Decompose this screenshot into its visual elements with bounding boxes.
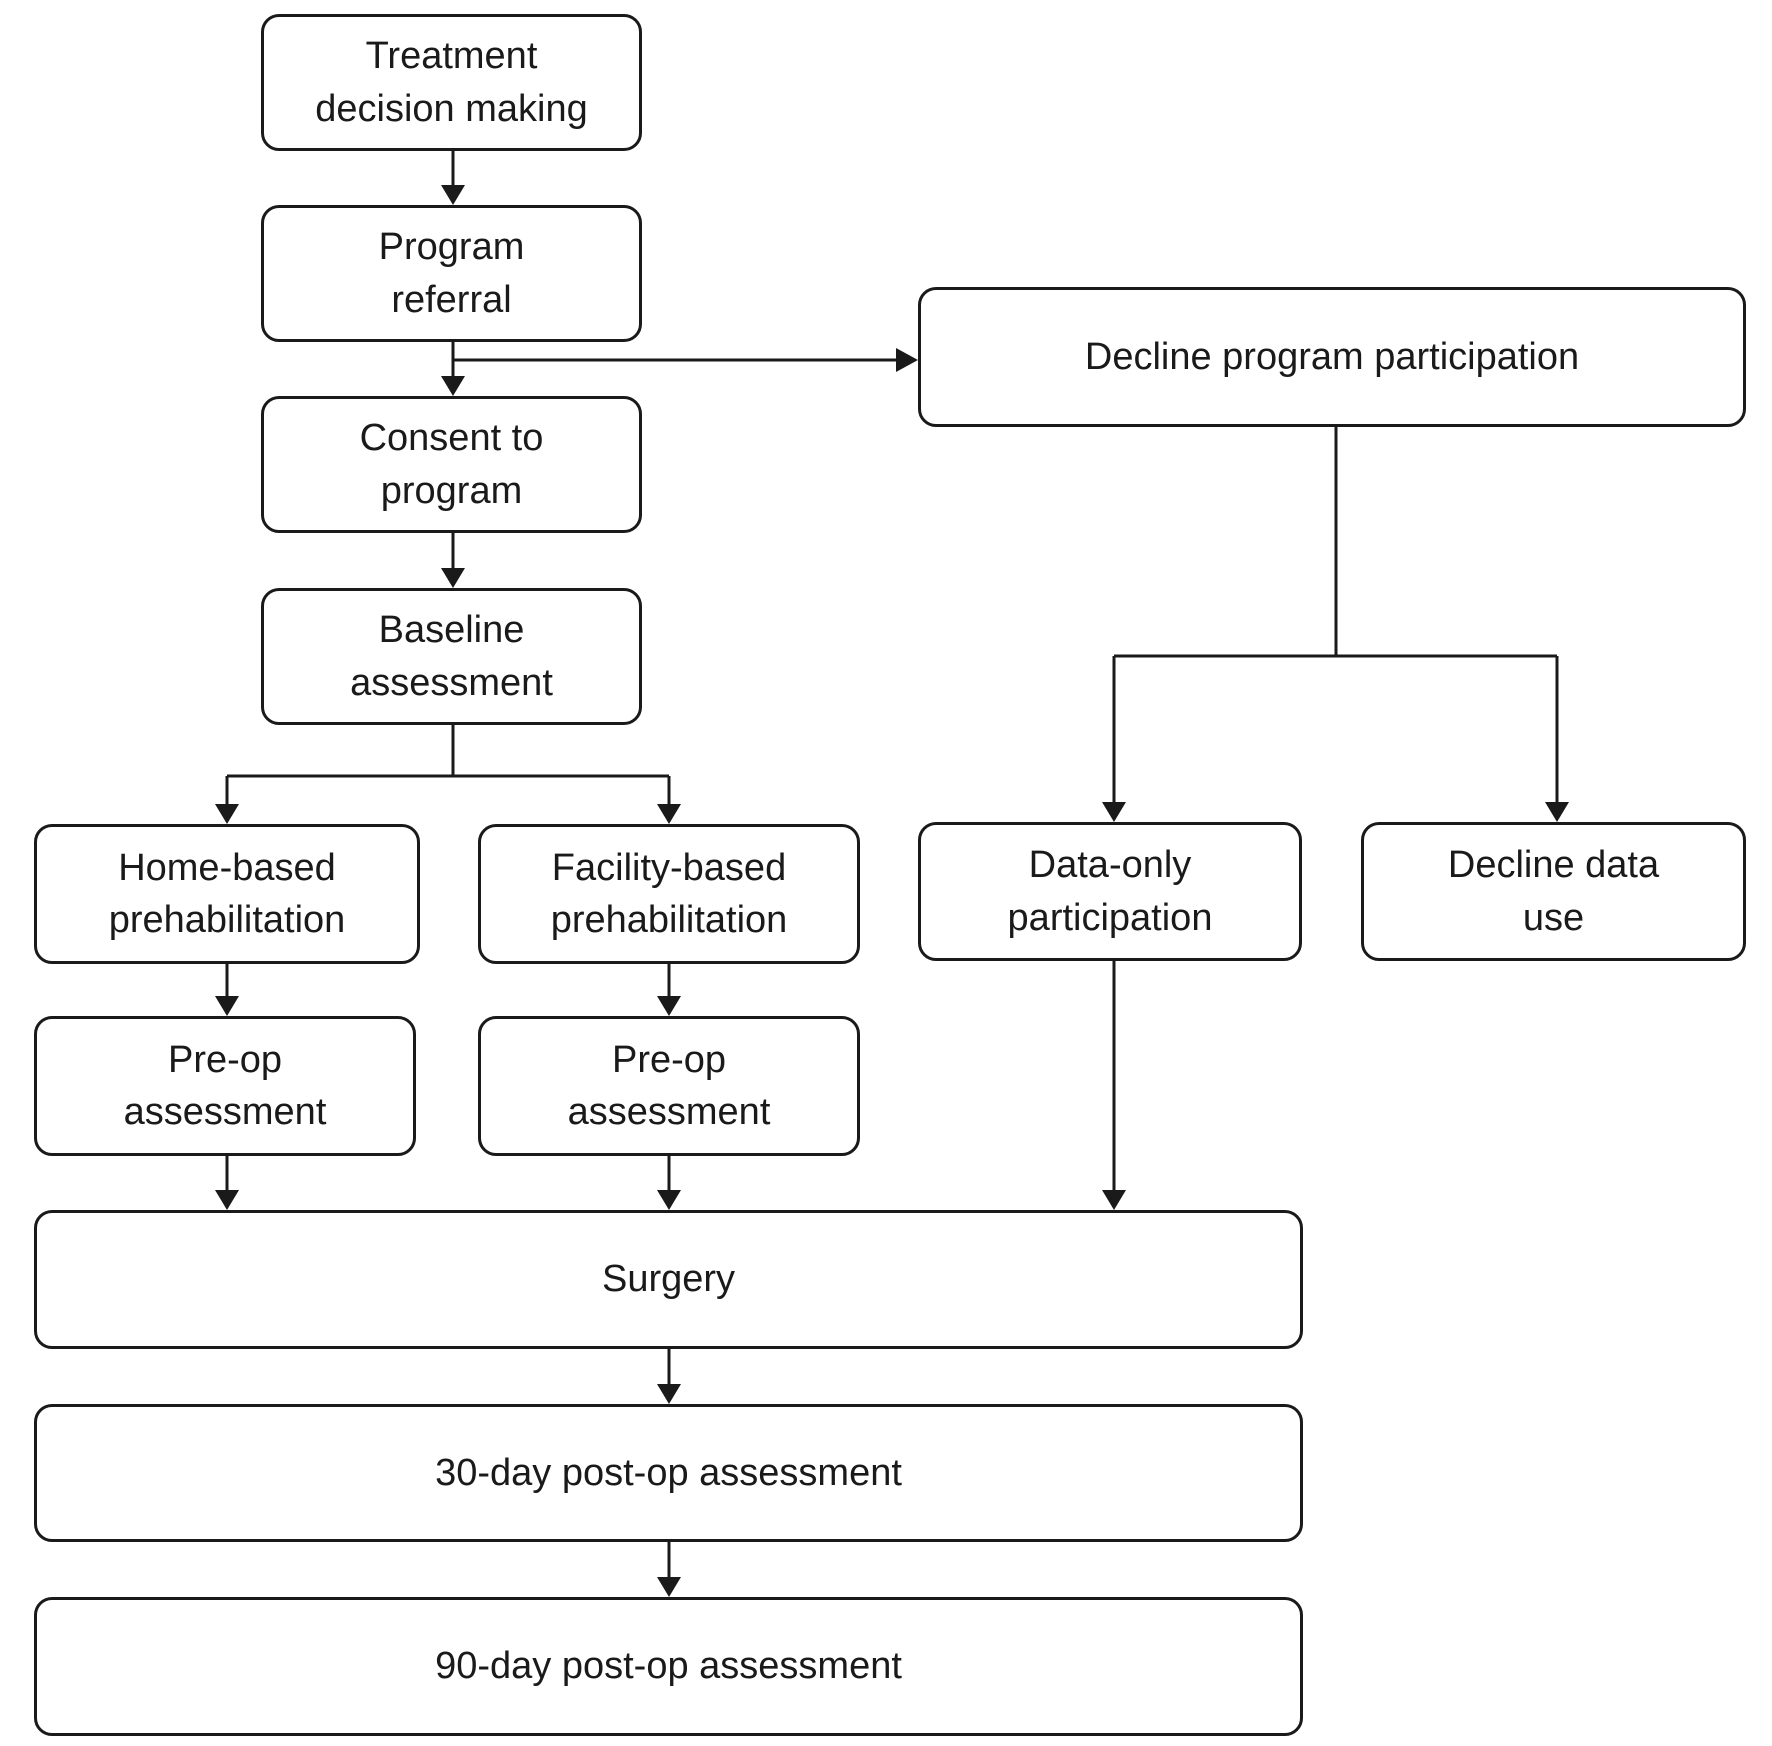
node-treatment-decision-line-1: Treatment xyxy=(365,35,538,78)
node-consent-line-1: Consent to xyxy=(359,417,544,460)
node-decline-program-line-1: Decline program participation xyxy=(1084,335,1580,378)
node-data-only-line-2: participation xyxy=(1007,896,1213,939)
node-postop-30-line-1: 30-day post-op assessment xyxy=(435,1451,902,1494)
arrow-preop-facility-to-surgery-arrowhead xyxy=(657,1190,681,1210)
node-preop-assessment-home: Pre-op assessment xyxy=(34,1016,416,1156)
node-consent-line-2: program xyxy=(380,469,523,512)
arrow-referral-to-consent-arrowhead xyxy=(441,376,465,396)
node-surgery-line-1: Surgery xyxy=(601,1258,736,1301)
arrow-facility-to-preop-arrowhead xyxy=(657,996,681,1016)
node-home-based-prehabilitation: Home-based prehabilitation xyxy=(34,824,420,964)
arrow-home-to-preop-arrowhead xyxy=(215,996,239,1016)
arrow-data-only-to-surgery-arrowhead xyxy=(1102,1190,1126,1210)
node-data-only-participation: Data-only participation xyxy=(918,822,1302,961)
node-facility-based-line-1: Facility-based xyxy=(551,846,787,889)
node-program-referral-line-2: referral xyxy=(391,278,512,321)
arrow-30-day-to-90-day-arrowhead xyxy=(657,1577,681,1597)
node-decline-data-line-2: use xyxy=(1522,896,1585,939)
node-30-day-postop-assessment: 30-day post-op assessment xyxy=(34,1404,1303,1542)
arrow-to-facility-based-arrowhead xyxy=(657,804,681,824)
node-postop-90-line-1: 90-day post-op assessment xyxy=(435,1645,902,1688)
node-90-day-postop-assessment: 90-day post-op assessment xyxy=(34,1597,1303,1736)
node-decline-program-participation: Decline program participation xyxy=(918,287,1746,427)
node-home-based-line-1: Home-based xyxy=(118,846,336,889)
arrow-consent-to-baseline-arrowhead xyxy=(441,568,465,588)
node-baseline-line-1: Baseline xyxy=(378,609,525,652)
node-surgery: Surgery xyxy=(34,1210,1303,1349)
node-facility-based-line-2: prehabilitation xyxy=(550,899,788,941)
node-preop-assessment-facility: Pre-op assessment xyxy=(478,1016,860,1156)
node-program-referral-line-1: Program xyxy=(378,226,525,269)
node-baseline-line-2: assessment xyxy=(350,661,553,704)
arrow-treatment-to-referral-arrowhead xyxy=(441,185,465,205)
arrow-preop-home-to-surgery-arrowhead xyxy=(215,1190,239,1210)
node-treatment-decision-line-2: decision making xyxy=(315,87,588,130)
node-data-only-line-1: Data-only xyxy=(1028,844,1192,887)
node-consent-to-program: Consent to program xyxy=(261,396,642,533)
node-decline-data-use: Decline data use xyxy=(1361,822,1746,961)
arrow-to-data-only-arrowhead xyxy=(1102,802,1126,822)
arrow-to-home-based-arrowhead xyxy=(215,804,239,824)
node-baseline-assessment: Baseline assessment xyxy=(261,588,642,725)
node-decline-data-line-1: Decline data xyxy=(1447,844,1660,887)
arrow-surgery-to-30-day-arrowhead xyxy=(657,1384,681,1404)
arrow-to-decline-data-arrowhead xyxy=(1545,802,1569,822)
node-preop-facility-line-2: assessment xyxy=(567,1091,771,1133)
node-treatment-decision: Treatment decision making xyxy=(261,14,642,151)
node-program-referral: Program referral xyxy=(261,205,642,342)
node-facility-based-prehabilitation: Facility-based prehabilitation xyxy=(478,824,860,964)
arrow-to-decline-program-arrowhead xyxy=(896,348,918,372)
node-preop-home-line-1: Pre-op xyxy=(167,1038,283,1081)
node-preop-home-line-2: assessment xyxy=(123,1091,327,1133)
node-home-based-line-2: prehabilitation xyxy=(108,899,346,941)
node-preop-facility-line-1: Pre-op xyxy=(611,1038,727,1081)
